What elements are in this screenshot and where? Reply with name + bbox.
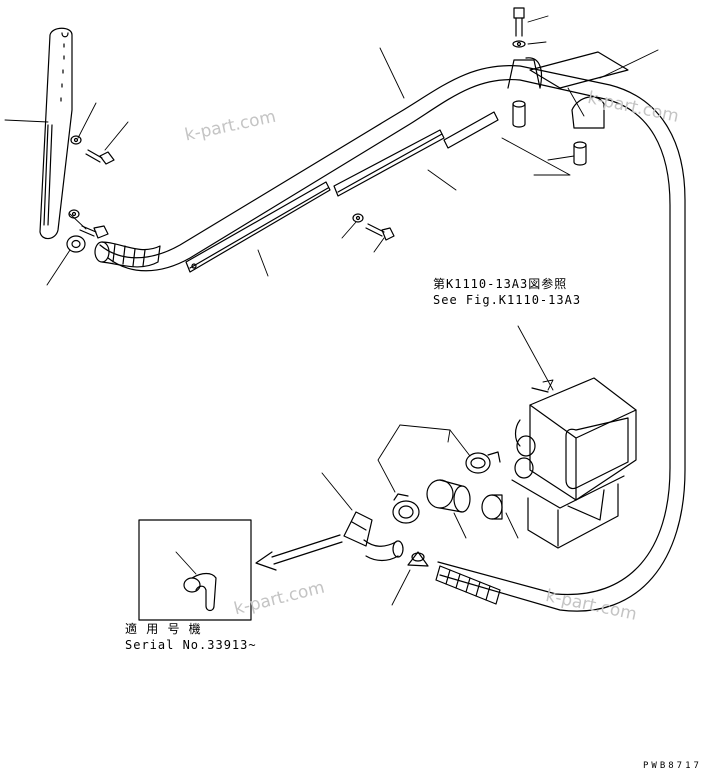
hose-clamp: [392, 493, 420, 524]
top-bolt: [513, 7, 525, 37]
hanger-bracket: [39, 27, 73, 240]
clamp-bracket-plate: [529, 51, 629, 129]
washer: [352, 213, 364, 223]
junction-box: [514, 377, 637, 501]
collar: [573, 141, 587, 166]
guard-strip-right: [443, 111, 499, 149]
drawing-code: PWB8717: [643, 761, 702, 771]
hose-clamp: [465, 451, 501, 474]
pipe-sleeve-right: [435, 565, 501, 605]
detail-inset: [138, 519, 252, 621]
direction-arrow: [255, 534, 343, 571]
small-grommet: [407, 551, 429, 567]
main-pipe: [99, 65, 686, 612]
collar: [512, 100, 526, 128]
guard-strip-left: [185, 181, 331, 273]
serial-label-english: Serial No.33913~: [125, 638, 257, 652]
connector-tube: [426, 479, 471, 513]
blank-cap: [481, 494, 503, 520]
top-washer: [512, 40, 526, 48]
bolt: [85, 149, 115, 165]
pipe-sleeve-left: [94, 241, 161, 268]
bolt: [365, 223, 395, 241]
box-mount-bracket: [511, 475, 625, 549]
elbow-fitting: [343, 511, 404, 562]
serial-label-japanese: 適 用 号 機: [125, 622, 202, 636]
reference-label-english: See Fig.K1110-13A3: [433, 293, 582, 307]
grommet: [66, 235, 86, 253]
guard-strip-middle: [333, 129, 445, 197]
leader-lines: [4, 15, 659, 606]
washer: [70, 135, 82, 145]
reference-label-japanese: 第K1110-13A3図参照: [433, 277, 568, 291]
